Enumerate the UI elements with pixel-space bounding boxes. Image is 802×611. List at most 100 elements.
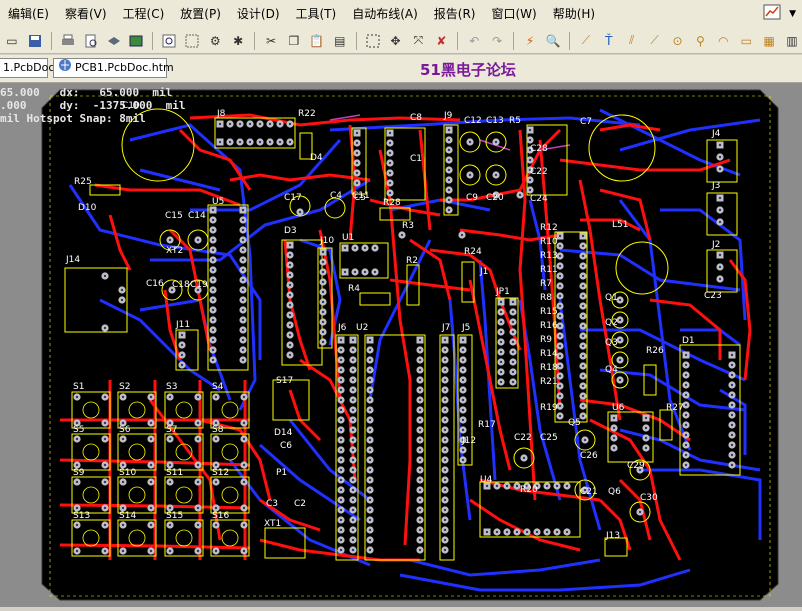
print-icon[interactable]: [58, 31, 78, 51]
pad-hole: [612, 436, 616, 440]
switch-outline: [164, 519, 204, 557]
zoom-selected-icon[interactable]: ⚙: [209, 33, 221, 48]
place-fill-icon[interactable]: ⟋: [650, 33, 659, 47]
move-icon[interactable]: ✥: [390, 33, 401, 48]
switch-outline: [71, 519, 111, 557]
move-selection-icon[interactable]: ⤧: [413, 33, 424, 47]
pad-hole: [558, 234, 562, 238]
pad-hole: [339, 478, 343, 482]
menu-edit[interactable]: 编辑(E): [8, 7, 49, 21]
pad-hole: [103, 463, 107, 467]
place-component-icon[interactable]: ▥: [786, 33, 798, 48]
designator-label: XT1: [264, 519, 281, 529]
pad-hole: [644, 446, 648, 450]
capacitor-outline: [459, 164, 481, 186]
menu-tools[interactable]: 工具(T): [295, 7, 337, 21]
pad-hole: [75, 506, 79, 510]
designator-label: R3: [402, 221, 414, 231]
redo-icon[interactable]: ↷: [492, 33, 503, 48]
pad-hole: [228, 122, 232, 126]
pad-hole: [511, 360, 515, 364]
capacitor-outline: [187, 279, 209, 301]
pad-hole: [443, 368, 447, 372]
menu-design[interactable]: 设计(D): [236, 7, 280, 21]
route-interactive-icon[interactable]: ⟋: [581, 33, 591, 47]
menu-view[interactable]: 察看(V): [64, 7, 107, 21]
copy-icon[interactable]: ❐: [288, 33, 300, 48]
designator-label: D14: [274, 428, 293, 438]
pad-hole: [388, 181, 392, 185]
capacitor-outline: [513, 447, 535, 469]
place-pad-icon[interactable]: ⚲: [696, 33, 705, 48]
undo-icon[interactable]: ↶: [469, 33, 480, 48]
capacitor-outline: [161, 279, 183, 301]
designator-label: S3: [166, 382, 177, 392]
html-doc-icon: [58, 58, 72, 79]
pad-hole: [515, 530, 519, 534]
pad-hole: [515, 484, 519, 488]
designator-label: C30: [640, 493, 658, 503]
pad-hole: [535, 530, 539, 534]
deselect-icon[interactable]: ✘: [436, 33, 447, 48]
hud-y: .000: [0, 99, 27, 112]
cut-icon[interactable]: ✂: [265, 33, 277, 48]
zoom-filter-icon[interactable]: ✱: [233, 33, 244, 48]
pad-hole: [505, 530, 509, 534]
pad-hole: [388, 191, 392, 195]
cross-probe-icon[interactable]: ⚡: [525, 33, 535, 48]
designator-label: C29: [627, 461, 645, 471]
switch-outline: [117, 519, 157, 557]
save-icon[interactable]: [25, 31, 45, 51]
route-diff-pair-icon[interactable]: Ť: [605, 33, 613, 48]
pad-hole: [288, 273, 292, 277]
pad-hole: [196, 437, 200, 441]
place-arc-icon[interactable]: ◠: [718, 33, 729, 48]
paste-icon[interactable]: 📋: [309, 33, 325, 48]
open-icon[interactable]: ▭: [6, 33, 18, 48]
tab-pcbdoc[interactable]: 1.PcbDoc: [0, 58, 54, 78]
zoom-area-icon[interactable]: [182, 31, 202, 51]
pad-hole: [211, 288, 215, 292]
pad-hole: [418, 438, 422, 442]
designator-label: R4: [348, 284, 360, 294]
pad-hole: [684, 383, 688, 387]
menu-autoroute[interactable]: 自动布线(A): [352, 7, 418, 21]
browse-icon[interactable]: 🔍: [545, 33, 561, 48]
capacitor-outline: [574, 479, 596, 501]
pad-hole: [321, 340, 325, 344]
place-polygon-icon[interactable]: ▭: [740, 33, 752, 48]
route-multiple-icon[interactable]: ⫽: [629, 33, 635, 47]
place-string-icon[interactable]: ▦: [763, 33, 775, 48]
place-via-icon[interactable]: ⊙: [672, 33, 683, 48]
menu-help[interactable]: 帮助(H): [552, 7, 596, 21]
pad-hole: [443, 528, 447, 532]
transistor-outline: [611, 351, 629, 369]
pad-hole: [121, 421, 125, 425]
tab-pcbdoc-htm[interactable]: PCB1.PcbDoc.htm: [53, 58, 174, 79]
pad-hole: [368, 368, 372, 372]
board-3d-icon[interactable]: [104, 31, 124, 51]
designator-label: R20: [520, 485, 538, 495]
rubber-stamp-icon[interactable]: ▤: [334, 33, 346, 48]
dropdown-icon[interactable]: ▼: [789, 9, 796, 19]
zoom-fit-icon[interactable]: [159, 31, 179, 51]
select-area-icon[interactable]: [363, 31, 383, 51]
c10-outline: [121, 108, 195, 182]
pad-hole: [461, 348, 465, 352]
pad-hole: [718, 253, 722, 257]
chart-icon[interactable]: [763, 4, 781, 24]
hud-dy-unit: mil: [165, 99, 186, 112]
pad-hole: [120, 288, 124, 292]
menu-project[interactable]: 工程(C): [122, 7, 165, 21]
layer-icon[interactable]: [127, 31, 147, 51]
menu-window[interactable]: 窗口(W): [491, 7, 537, 21]
pcb-board-view[interactable]: R25D10J14C10C15C14XT2C16C18C19J11U5C11J8…: [0, 83, 802, 607]
menu-place[interactable]: 放置(P): [180, 7, 221, 21]
designator-label: R12: [540, 223, 558, 233]
menu-reports[interactable]: 报告(R): [433, 7, 476, 21]
print-preview-icon[interactable]: [81, 31, 101, 51]
pad-hole: [339, 538, 343, 542]
pad-hole: [103, 549, 107, 553]
pad-hole: [242, 549, 246, 553]
